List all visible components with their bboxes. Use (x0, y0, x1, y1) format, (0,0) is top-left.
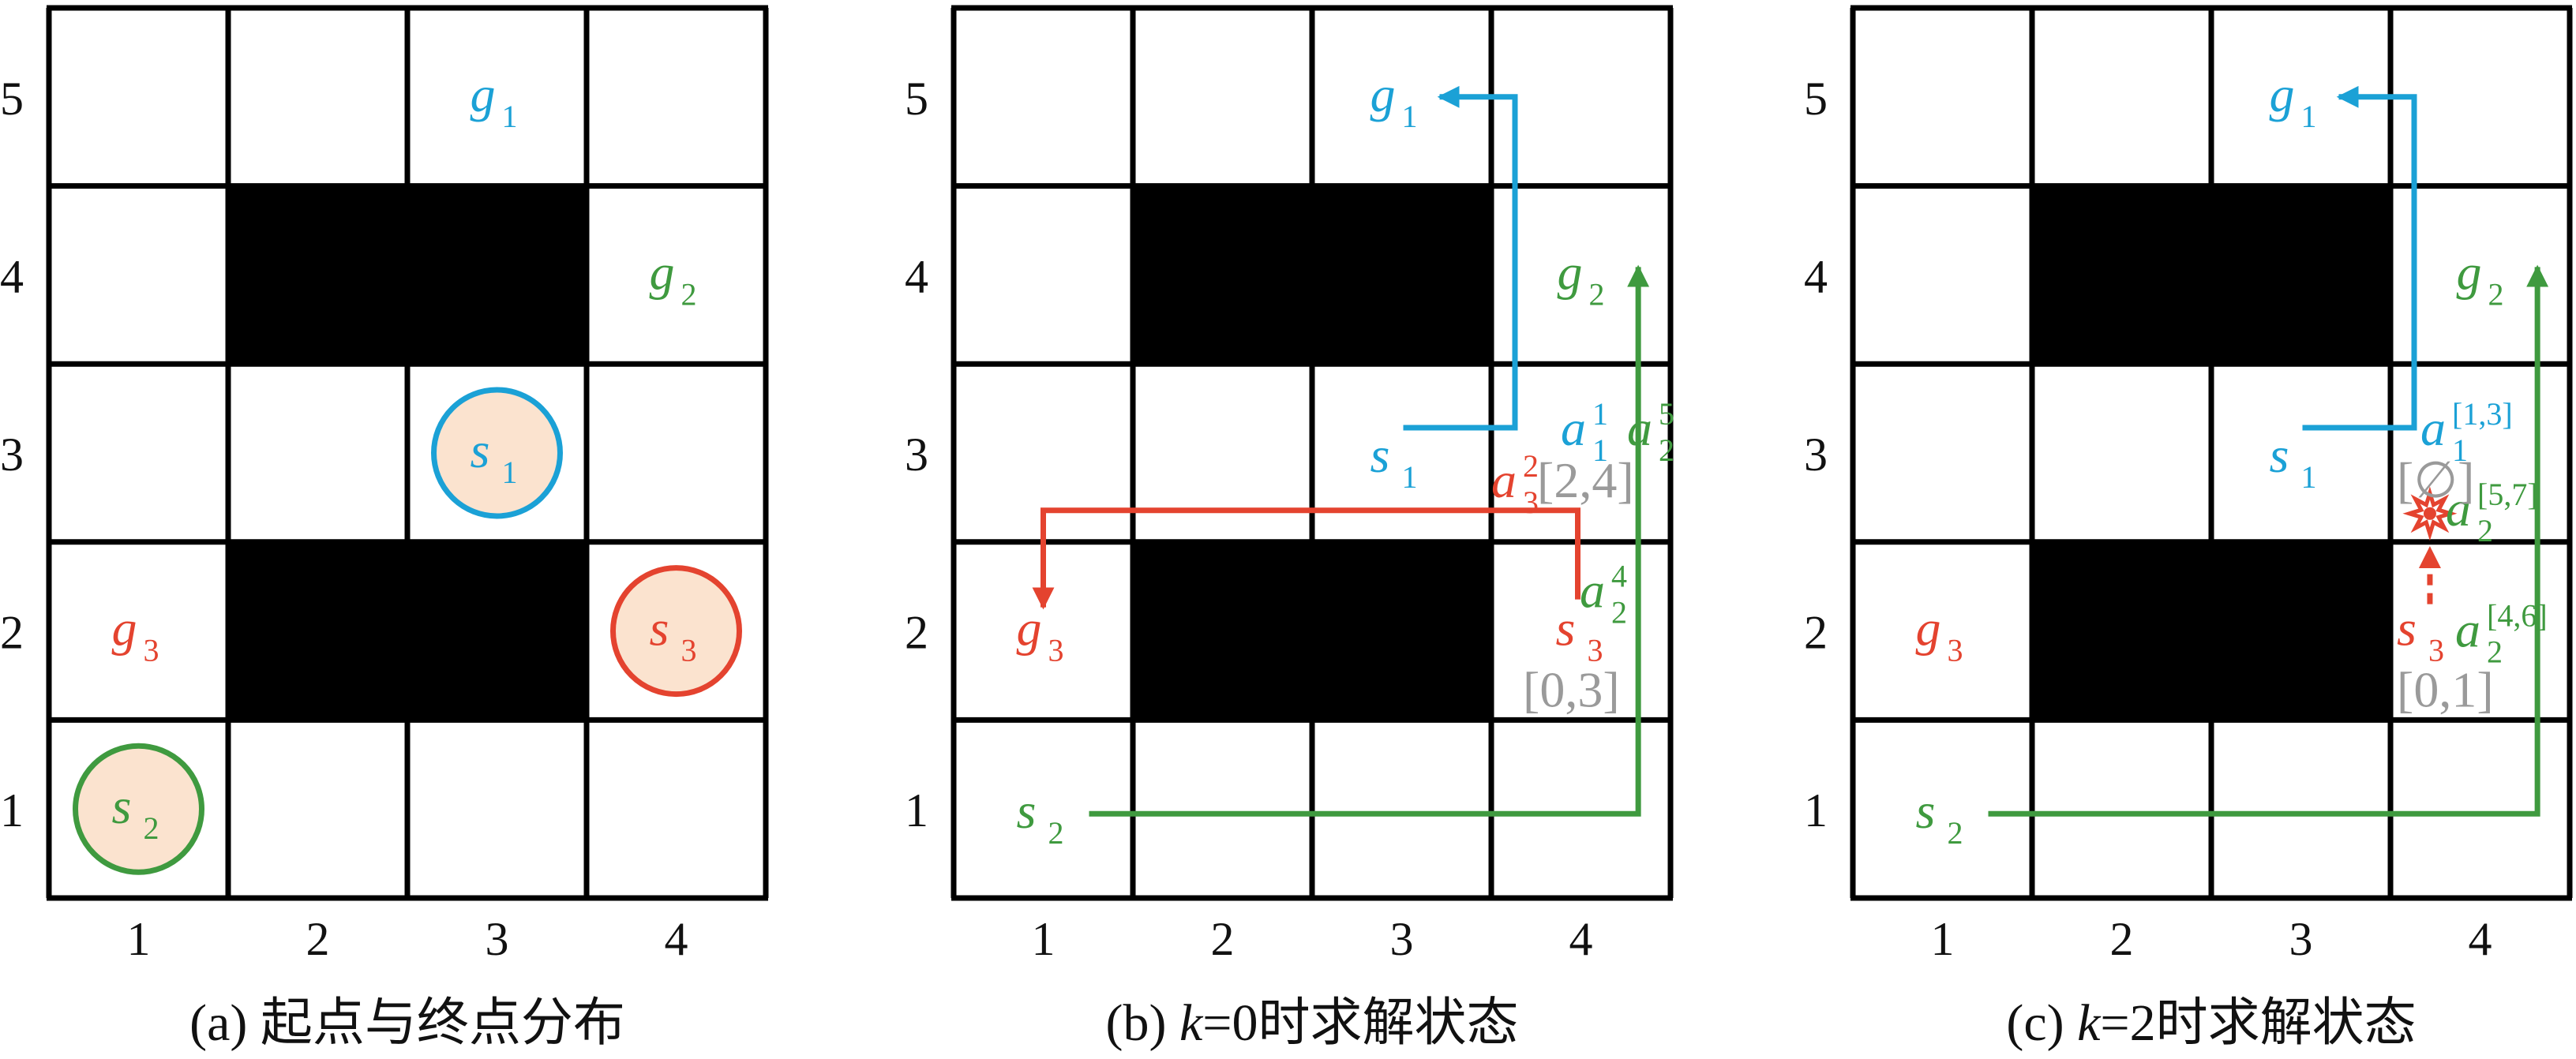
y-tick-label: 5 (905, 73, 928, 125)
y-tick-label: 4 (0, 250, 24, 302)
y-tick-label: 5 (1804, 73, 1828, 125)
x-tick-label: 3 (1390, 913, 1414, 965)
x-tick-label: 4 (665, 913, 688, 965)
y-tick-label: 4 (1804, 250, 1828, 302)
x-tick-label: 2 (306, 913, 330, 965)
panel-caption: (c) k=2时求解状态 (2006, 994, 2416, 1052)
action-label: a[4,6]2 (2455, 598, 2548, 670)
agent1-path (1403, 85, 1518, 431)
interval-label: [∅] (2397, 452, 2474, 508)
agent2-path (1089, 264, 1650, 817)
x-tick-label: 2 (1211, 913, 1235, 965)
x-tick-label: 1 (1032, 913, 1056, 965)
y-tick-label: 2 (905, 607, 928, 659)
action-label: a[5,7]2 (2446, 477, 2538, 548)
panel-caption: (b) k=0时求解状态 (1106, 994, 1519, 1052)
y-tick-label: 1 (905, 784, 928, 836)
start-marker-2 (73, 743, 204, 875)
interval-label: [0,3] (1523, 662, 1620, 718)
panel-caption: (a) 起点与终点分布 (189, 994, 625, 1052)
action-label: a[1,3]1 (2420, 396, 2513, 468)
agent1-path (2302, 85, 2417, 431)
x-tick-label: 3 (486, 913, 509, 965)
start-marker-3 (610, 565, 742, 698)
y-tick-label: 3 (905, 428, 928, 481)
x-tick-label: 1 (127, 913, 151, 965)
y-tick-label: 3 (1804, 428, 1828, 481)
agent3-path (1032, 507, 1580, 610)
start-marker-1 (431, 387, 563, 519)
y-tick-label: 3 (0, 428, 24, 481)
y-tick-label: 4 (905, 250, 928, 302)
x-tick-label: 4 (1569, 913, 1593, 965)
x-tick-label: 2 (2110, 913, 2134, 965)
y-tick-label: 5 (0, 73, 24, 125)
x-tick-label: 4 (2469, 913, 2492, 965)
y-tick-label: 1 (1804, 784, 1828, 836)
x-tick-label: 1 (1931, 913, 1955, 965)
y-tick-label: 2 (0, 607, 24, 659)
agent2-path (1988, 264, 2549, 817)
interval-label: [0,1] (2397, 662, 2494, 718)
x-tick-label: 3 (2289, 913, 2313, 965)
y-tick-label: 1 (0, 784, 24, 836)
collision-core (2423, 507, 2436, 520)
y-tick-label: 2 (1804, 607, 1828, 659)
interval-label: [2,4] (1537, 452, 1634, 508)
